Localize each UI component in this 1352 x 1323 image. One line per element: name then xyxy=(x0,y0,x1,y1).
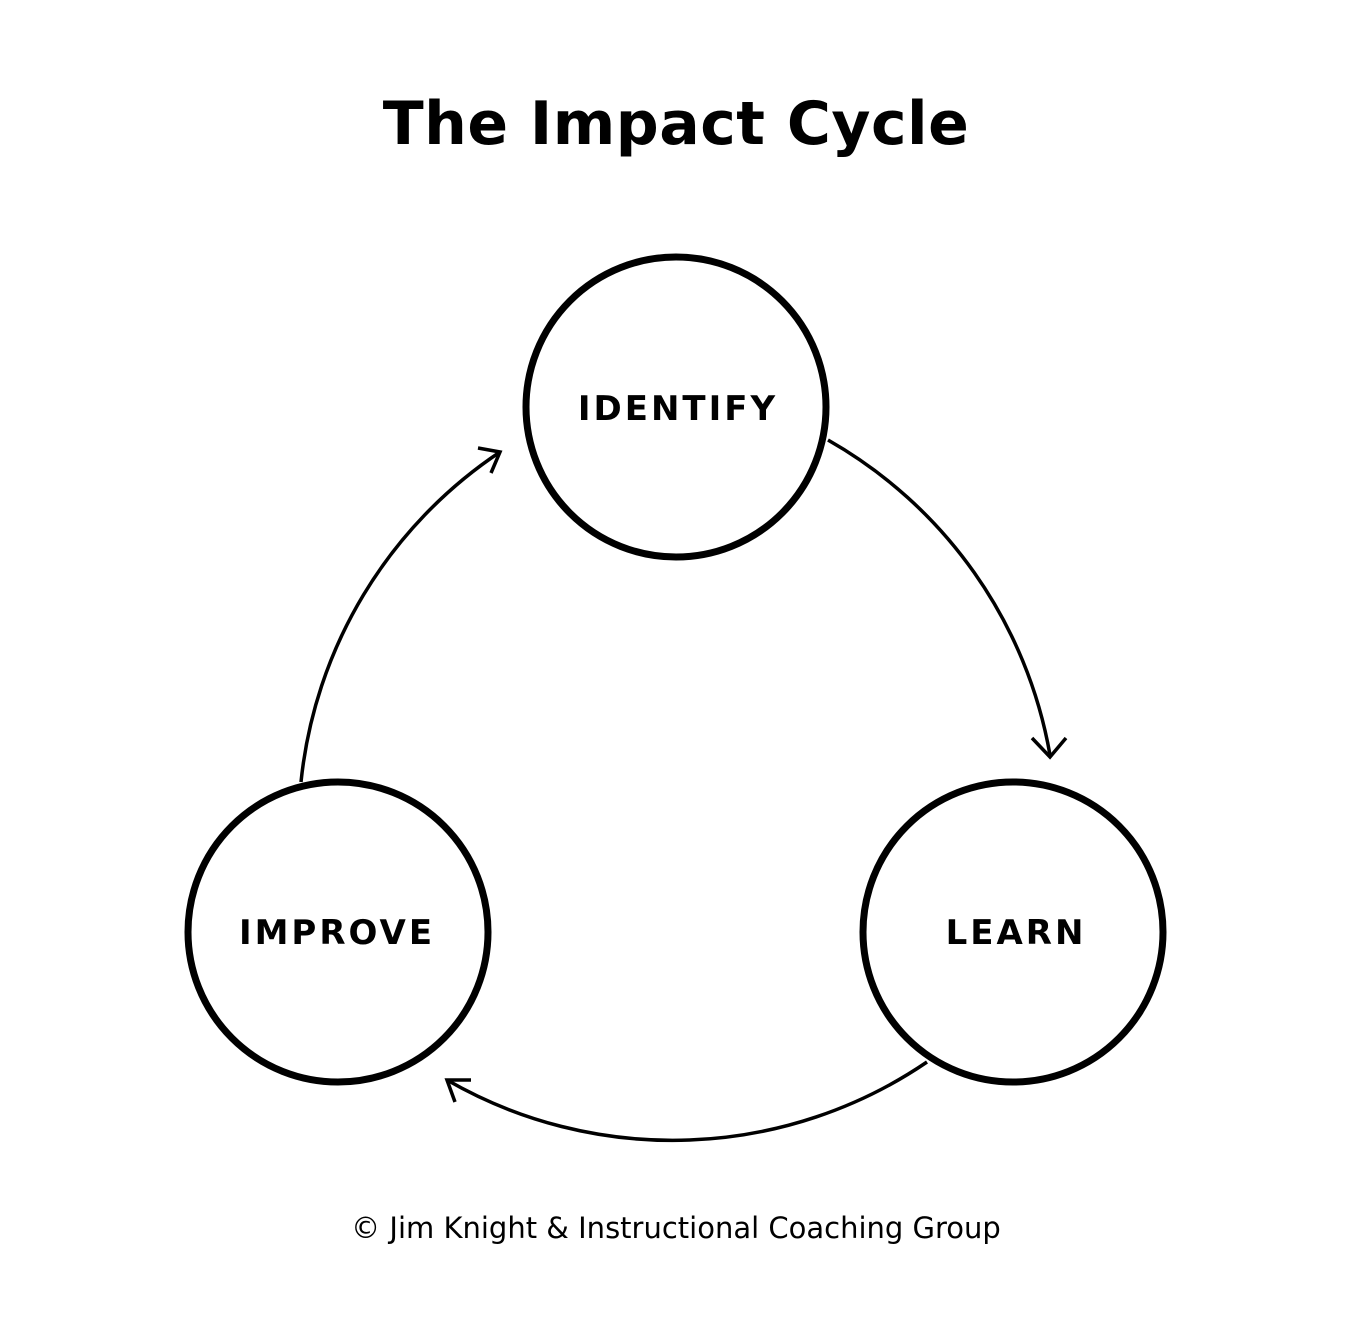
arrowhead-identify-to-learn xyxy=(1030,736,1068,760)
arc-improve-to-identify xyxy=(299,450,501,783)
arrow-improve-to-identify xyxy=(299,446,503,783)
node-improve: IMPROVE xyxy=(184,778,492,1086)
node-identify-circle xyxy=(522,253,830,561)
arrow-identify-to-learn xyxy=(827,438,1068,760)
copyright-notice: © Jim Knight & Instructional Coaching Gr… xyxy=(351,1211,1001,1245)
arrowhead-learn-to-improve xyxy=(444,1078,471,1103)
node-improve-circle xyxy=(184,778,492,1086)
node-learn: LEARN xyxy=(859,778,1167,1086)
node-identify-label: IDENTIFY xyxy=(578,389,778,429)
node-learn-circle xyxy=(859,778,1167,1086)
arc-identify-to-learn xyxy=(827,438,1052,756)
node-identify: IDENTIFY xyxy=(522,253,830,561)
arrow-learn-to-improve xyxy=(444,1060,928,1143)
node-learn-label: LEARN xyxy=(946,913,1087,953)
arc-learn-to-improve xyxy=(446,1060,928,1143)
diagram-title: The Impact Cycle xyxy=(382,89,970,159)
node-improve-label: IMPROVE xyxy=(239,913,435,953)
arrowhead-improve-to-identify xyxy=(477,446,503,474)
